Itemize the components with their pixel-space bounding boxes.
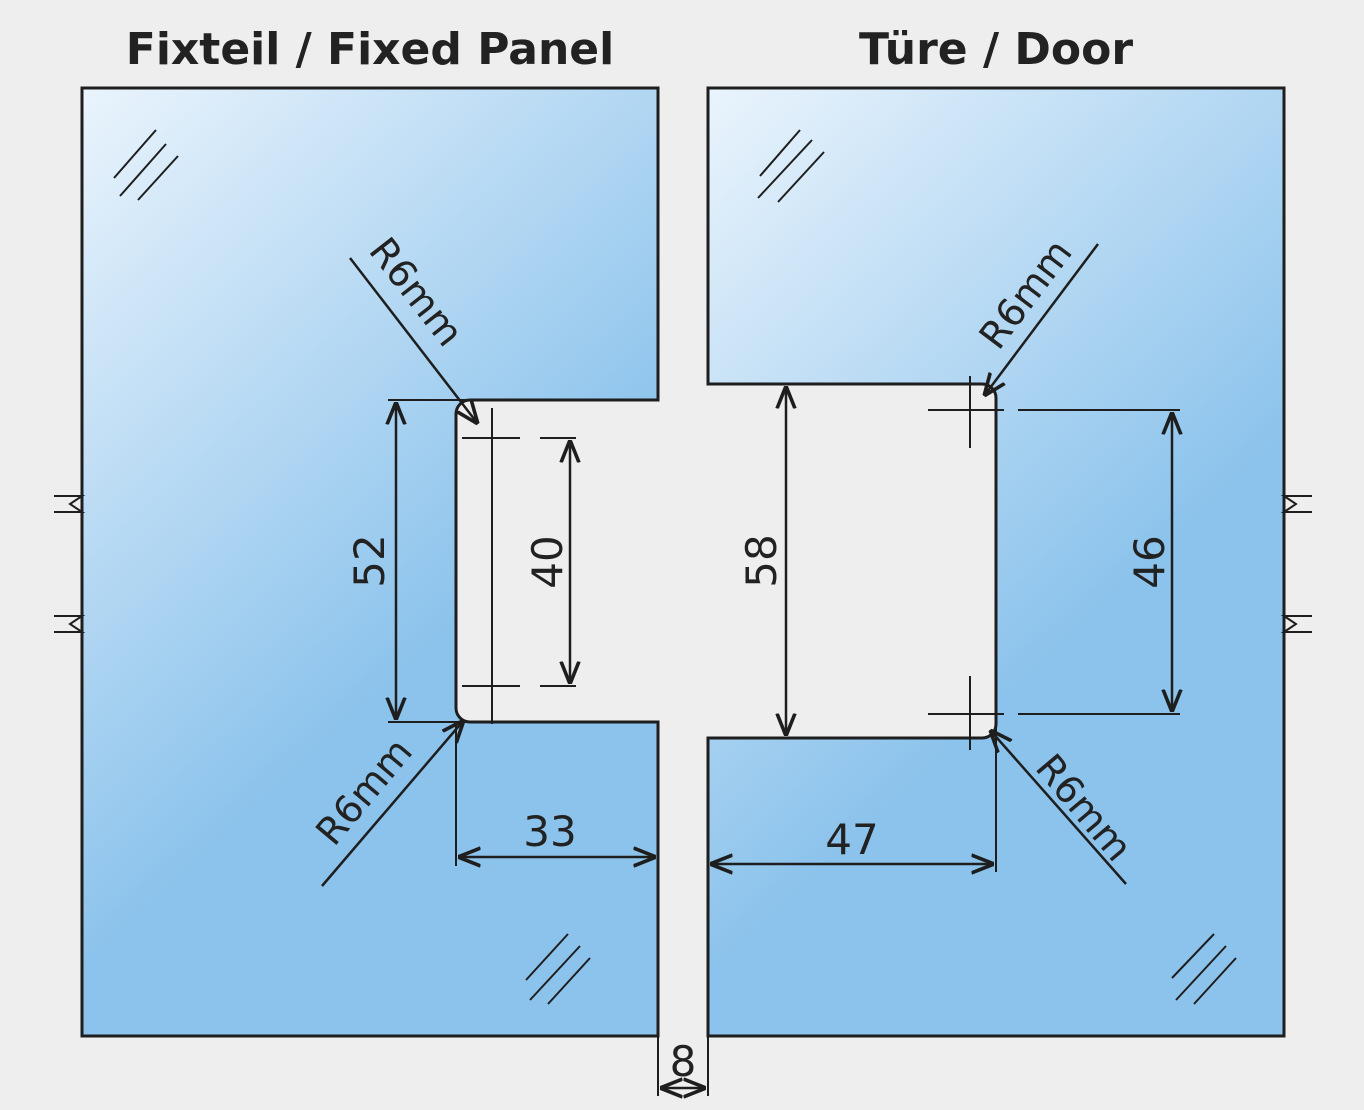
fixed-cutout-height-label: 52	[345, 534, 394, 587]
fixed-panel-glass	[80, 86, 660, 1038]
door-bottom-radius-leader	[990, 730, 1127, 885]
fixed-hole-spacing-dimension	[462, 437, 576, 687]
door-cutout-height-label: 58	[737, 534, 786, 587]
break-marks	[54, 495, 1312, 633]
fixed-top-radius-leader	[349, 257, 478, 424]
fixed-panel-title: Fixteil / Fixed Panel	[126, 24, 614, 75]
door-cutout-depth-label: 47	[825, 815, 878, 864]
gap-label: 8	[670, 1037, 697, 1086]
gap-dimension	[657, 1036, 709, 1096]
door-hole-spacing-label: 46	[1125, 535, 1174, 588]
door-glass	[706, 86, 1286, 1038]
fixed-cutout-depth-label: 33	[523, 807, 576, 856]
door-title: Türe / Door	[859, 24, 1133, 75]
door-hole-spacing-dimension	[1018, 409, 1180, 715]
fixed-bottom-radius-leader	[321, 720, 464, 887]
fixed-cutout-depth-dimension	[455, 722, 656, 866]
door-hole-center-marks	[928, 376, 1004, 750]
glass-hatch-marks	[113, 129, 1237, 1005]
fixed-hole-spacing-label: 40	[523, 535, 572, 588]
door-top-radius-leader	[984, 243, 1099, 396]
